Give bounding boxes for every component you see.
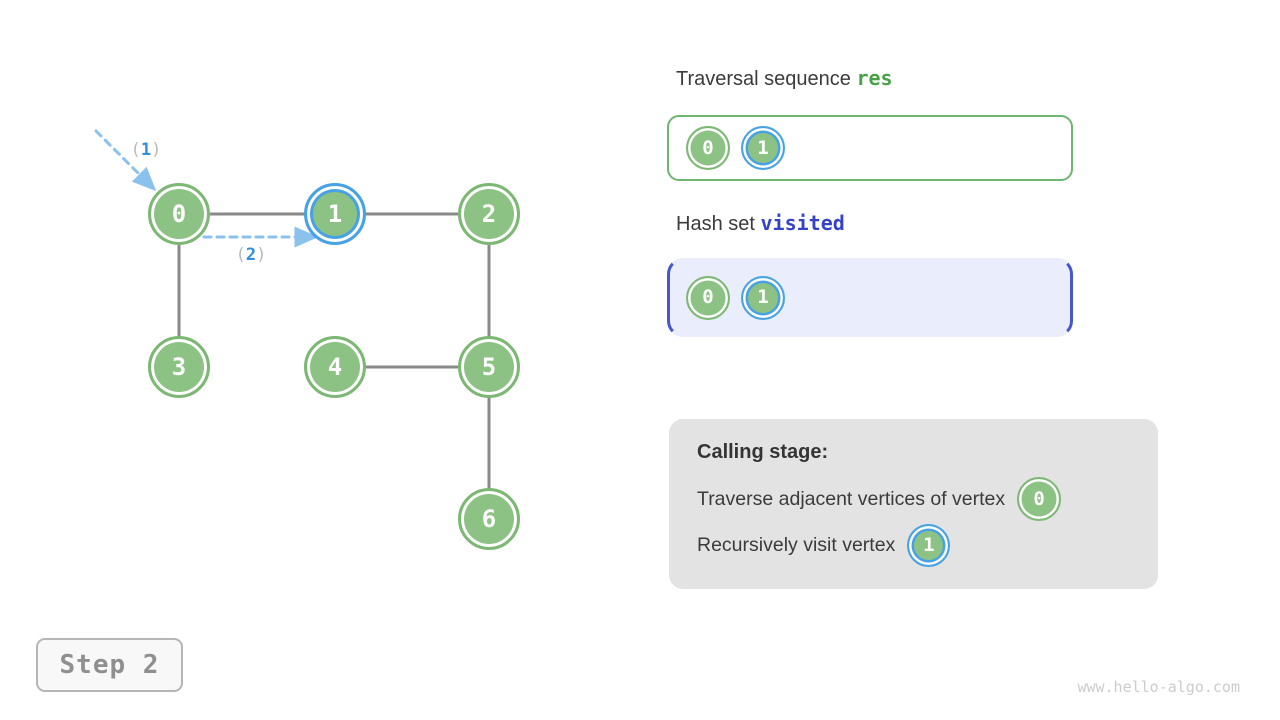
hash-set-title-text: Hash set [676,213,755,235]
node-graph-5: 5 [458,336,520,398]
node-graph-3: 3 [148,336,210,398]
calling-line-1-text: Traverse adjacent vertices of vertex [697,487,1006,510]
arrow-order-label-2: (2) [235,245,267,265]
traversal-title-text: Traversal sequence [676,68,851,90]
calling-line-2-text: Recursively visit vertex [697,533,896,556]
calling-stage-line-2: Recursively visit vertex 1 [697,522,1130,568]
calling-line-2-node-slot: 1 [907,523,951,567]
watermark: www.hello-algo.com [1077,678,1240,696]
node-item-0: 0 [686,275,730,320]
traversal-arrow-1 [94,129,157,192]
calling-stage-title: Calling stage: [697,441,829,463]
node-graph-0: 0 [148,183,210,245]
node-graph-2: 2 [458,183,520,245]
step-badge: Step 2 [36,638,183,692]
visited-code-label: visited [760,211,845,235]
node-graph-1-highlighted: 1 [304,183,366,245]
hash-set-title: Hash set visited [676,211,845,236]
node-calling-1-highlighted: 1 [907,523,951,567]
node-item-1-highlighted: 1 [741,126,785,170]
calling-line-1-node-slot: 0 [1017,477,1062,521]
arrow-order-label-1: (1) [130,140,162,160]
traversal-sequence-title: Traversal sequence res [676,66,893,91]
calling-stage-line-1: Traverse adjacent vertices of vertex 0 [697,476,1130,522]
node-calling-0: 0 [1017,477,1062,521]
node-graph-6: 6 [458,488,520,550]
calling-stage-panel: Calling stage: Traverse adjacent vertice… [669,419,1158,589]
node-item-0: 0 [686,126,730,170]
node-item-1-highlighted: 1 [741,275,785,320]
node-graph-4: 4 [304,336,366,398]
res-code-label: res [856,66,893,90]
step-badge-label: Step 2 [59,650,160,680]
